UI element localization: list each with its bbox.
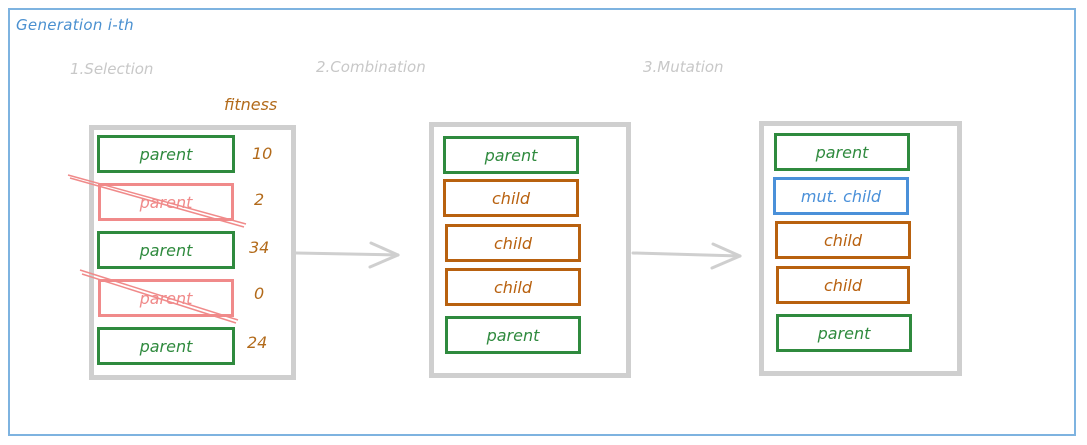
selection-parent-5: parent <box>97 327 235 365</box>
mutation-item-2: mut. child <box>773 177 909 215</box>
selection-parent-2-eliminated: parent <box>98 183 234 221</box>
fitness-value-4: 0 <box>254 284 265 303</box>
selection-group <box>89 125 296 380</box>
fitness-value-2: 2 <box>254 190 265 209</box>
selection-parent-1: parent <box>97 135 235 173</box>
generation-title: Generation i-th <box>16 16 134 34</box>
mutation-group <box>759 121 962 376</box>
mutation-item-4: child <box>776 266 910 304</box>
step-mutation-label: 3.Mutation <box>643 58 724 76</box>
fitness-value-1: 10 <box>252 144 273 163</box>
combination-group <box>429 122 631 378</box>
selection-parent-3: parent <box>97 231 235 269</box>
combination-item-3: child <box>445 224 581 262</box>
step-combination-label: 2.Combination <box>316 58 426 76</box>
combination-item-4: child <box>445 268 581 306</box>
mutation-item-5: parent <box>776 314 912 352</box>
fitness-value-3: 34 <box>249 238 270 257</box>
combination-item-1: parent <box>443 136 579 174</box>
combination-item-2: child <box>443 179 579 217</box>
generation-frame <box>8 8 1076 436</box>
combination-item-5: parent <box>445 316 581 354</box>
mutation-item-3: child <box>775 221 911 259</box>
mutation-item-1: parent <box>774 133 910 171</box>
fitness-value-5: 24 <box>247 333 268 352</box>
fitness-header: fitness <box>224 95 278 114</box>
step-selection-label: 1.Selection <box>70 60 154 78</box>
selection-parent-4-eliminated: parent <box>98 279 234 317</box>
